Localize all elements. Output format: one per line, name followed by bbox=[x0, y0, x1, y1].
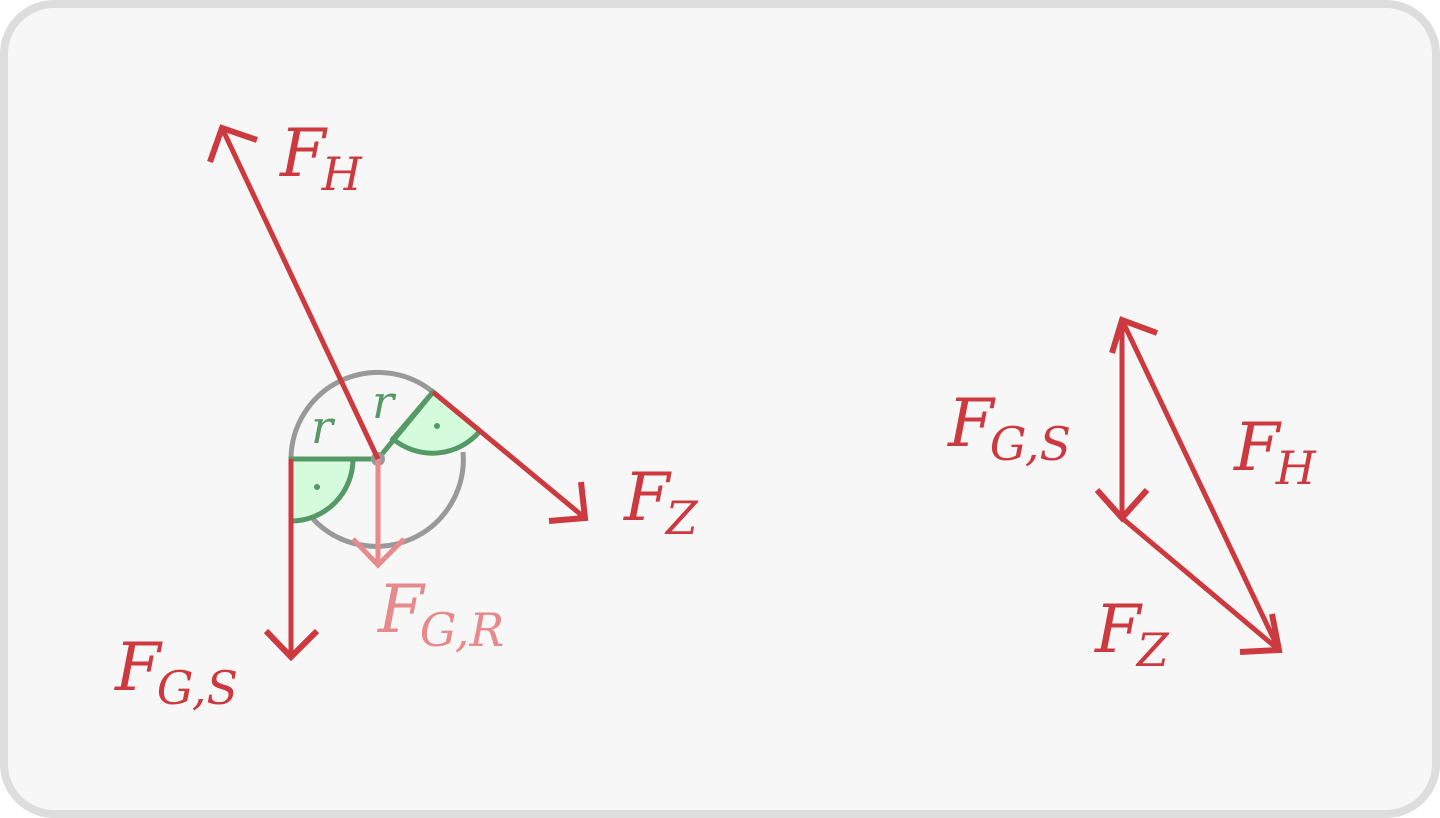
label-fh: FH bbox=[279, 115, 363, 201]
right-force-triangle: FG,S FH FZ bbox=[947, 316, 1317, 677]
force-arrow-fz bbox=[431, 390, 589, 524]
left-free-body-diagram: FH FZ FG,S FG,R r r bbox=[114, 115, 699, 715]
radius-line-top bbox=[376, 390, 435, 461]
label-radius-left: r bbox=[311, 400, 336, 454]
right-angle-marker-left bbox=[288, 456, 356, 524]
triangle-arrow-fz bbox=[1120, 516, 1283, 655]
label-radius-top: r bbox=[372, 375, 397, 429]
force-arrow-fgs bbox=[263, 459, 320, 662]
pulley-circle-lower bbox=[311, 451, 466, 549]
right-angle-dot-left bbox=[314, 484, 320, 490]
triangle-label-fz: FZ bbox=[1094, 591, 1170, 677]
label-fz: FZ bbox=[623, 459, 699, 545]
force-arrow-fh bbox=[207, 124, 381, 461]
force-arrow-fgr bbox=[351, 459, 406, 569]
triangle-label-fgs: FG,S bbox=[947, 385, 1071, 471]
triangle-label-fh: FH bbox=[1233, 409, 1317, 495]
label-fgs: FG,S bbox=[114, 629, 238, 715]
right-angle-marker-right bbox=[389, 388, 484, 456]
triangle-arrow-fh bbox=[1109, 316, 1282, 652]
right-angle-dot-right bbox=[434, 423, 440, 429]
label-fgr: FG,R bbox=[377, 571, 504, 657]
